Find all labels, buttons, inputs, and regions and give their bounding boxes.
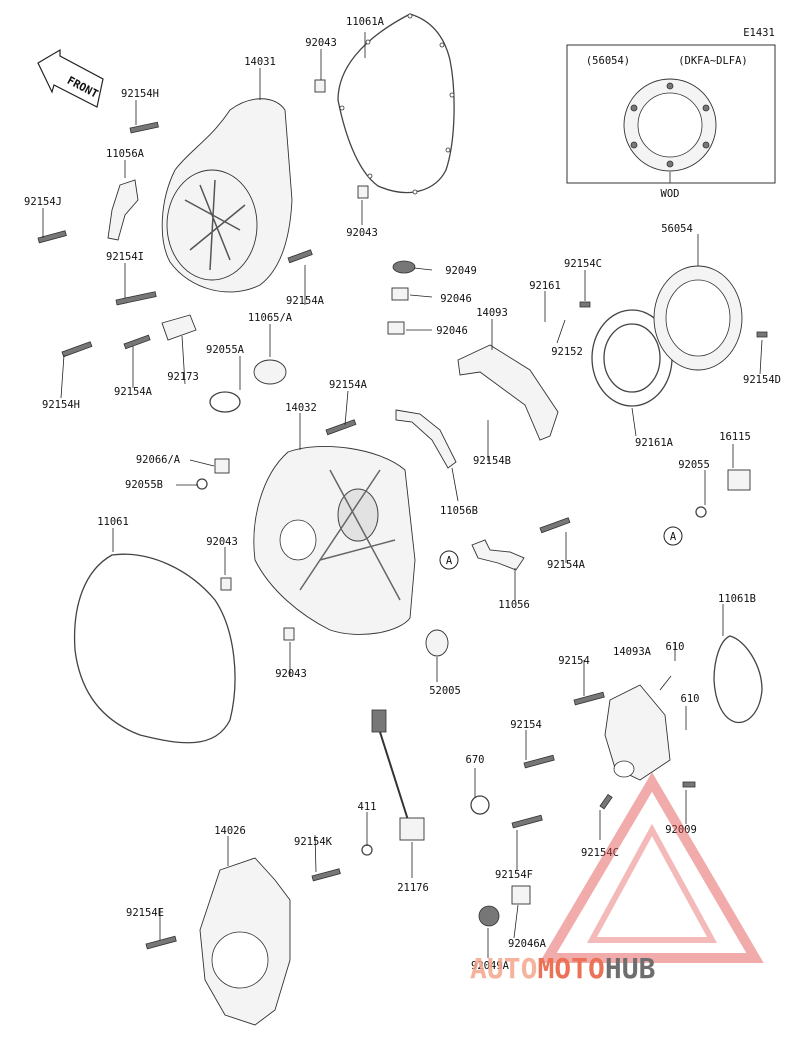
callout-92154: 92154: [510, 719, 542, 731]
callout-11056b: 11056B: [440, 505, 478, 517]
callout-92055: 92055: [678, 459, 710, 471]
generator-cover-14031: [161, 98, 293, 293]
bracket-11056b: [395, 409, 457, 469]
callout-92043: 92043: [305, 37, 337, 49]
leader-lines: [42, 32, 763, 958]
callout-11056a: 11056A: [106, 148, 145, 160]
callout-92043: 92043: [206, 536, 238, 548]
callout-11061b: 11061B: [718, 593, 756, 605]
inset-caption: WOD: [661, 188, 680, 200]
callout-92046: 92046: [436, 325, 468, 337]
guide-92173: [161, 314, 197, 341]
inset-models: (DKFA~DLFA): [678, 55, 748, 67]
inset-variant-box: (56054) (DKFA~DLFA) WOD: [566, 44, 776, 200]
callout-92154a: 92154A: [286, 295, 325, 307]
callout-92152: 92152: [551, 346, 583, 358]
callout-610: 610: [681, 693, 700, 705]
callout-92049a: 92049A: [471, 960, 510, 972]
watermark-logo: AUTOMOTOHUB: [470, 772, 764, 985]
callout-11056: 11056: [498, 599, 530, 611]
callout-92154c: 92154C: [581, 847, 619, 859]
watermark-part-2: MOTO: [537, 952, 604, 985]
callout-16115: 16115: [719, 431, 751, 443]
callout-92154h: 92154H: [42, 399, 80, 411]
watermark-part-3: HUB: [605, 952, 656, 985]
callout-21176: 21176: [397, 882, 429, 894]
gasket-11061a-holes: [339, 13, 455, 195]
callout-92154e: 92154E: [126, 907, 164, 919]
callout-92066a: 92066/A: [136, 454, 181, 466]
callout-14093a: 14093A: [613, 646, 652, 658]
watermark-part-1: AUTO: [470, 952, 537, 985]
inset-bolt-holes: [630, 82, 710, 168]
callout-14093: 14093: [476, 307, 508, 319]
callout-92046a: 92046A: [508, 938, 547, 950]
front-arrow-icon: FRONT: [37, 48, 104, 108]
callout-11065a: 11065/A: [248, 312, 293, 324]
callout-92154c: 92154C: [564, 258, 602, 270]
callout-92161a: 92161A: [635, 437, 674, 449]
gasket-11061b: [713, 635, 763, 724]
marker-label: A: [446, 555, 453, 567]
gasket-11061: [73, 553, 236, 744]
callout-670: 670: [466, 754, 485, 766]
callout-92154: 92154: [558, 655, 590, 667]
callout-52005: 52005: [429, 685, 461, 697]
callout-610: 610: [666, 641, 685, 653]
callout-92154j: 92154J: [24, 196, 62, 208]
callout-92154a: 92154A: [547, 559, 586, 571]
cover-14026: [199, 857, 291, 1026]
cover-plate-56054: [653, 265, 743, 371]
bracket-11056a: [107, 179, 139, 241]
callout-14031: 14031: [244, 56, 276, 68]
callout-92043: 92043: [346, 227, 378, 239]
svg-text:AUTOMOTOHUB: AUTOMOTOHUB: [470, 952, 655, 985]
sensor-21176: [371, 709, 425, 841]
dowel-pins: [220, 79, 369, 641]
callout-92154h: 92154H: [121, 88, 159, 100]
clutch-cover-14032: [253, 445, 416, 635]
marker-label: A: [670, 531, 677, 543]
callout-92154a: 92154A: [329, 379, 368, 391]
callout-92161: 92161: [529, 280, 561, 292]
callout-92154b: 92154B: [473, 455, 511, 467]
callout-92055a: 92055A: [206, 344, 245, 356]
callout-11061a: 11061A: [346, 16, 385, 28]
diagram-code: E1431: [743, 27, 775, 39]
callout-92049: 92049: [445, 265, 477, 277]
callout-92154i: 92154I: [106, 251, 144, 263]
callout-92046: 92046: [440, 293, 472, 305]
bolt-set: [37, 121, 768, 950]
callout-92154d: 92154D: [743, 374, 781, 386]
callout-56054: 56054: [661, 223, 693, 235]
callout-labels: 11061A 92043 14031 92154H 11056A 92154J …: [24, 16, 781, 972]
callout-92009: 92009: [665, 824, 697, 836]
callout-92043: 92043: [275, 668, 307, 680]
callout-14026: 14026: [214, 825, 246, 837]
callout-92154f: 92154F: [495, 869, 533, 881]
seal-set: [196, 260, 751, 927]
callout-92173: 92173: [167, 371, 199, 383]
callout-14032: 14032: [285, 402, 317, 414]
callout-92055b: 92055B: [125, 479, 163, 491]
bracket-11056: [471, 539, 525, 571]
callout-92154k: 92154K: [294, 836, 333, 848]
gasket-11061a: [337, 13, 455, 194]
reference-marker-a: A: [439, 550, 459, 570]
reference-marker-a: A: [663, 526, 683, 546]
callout-411: 411: [358, 801, 377, 813]
callout-92154a: 92154A: [114, 386, 153, 398]
plate-14093: [457, 344, 559, 441]
inset-part-ref: (56054): [586, 55, 630, 67]
cover-14093a: [604, 684, 671, 781]
callout-11061: 11061: [97, 516, 129, 528]
